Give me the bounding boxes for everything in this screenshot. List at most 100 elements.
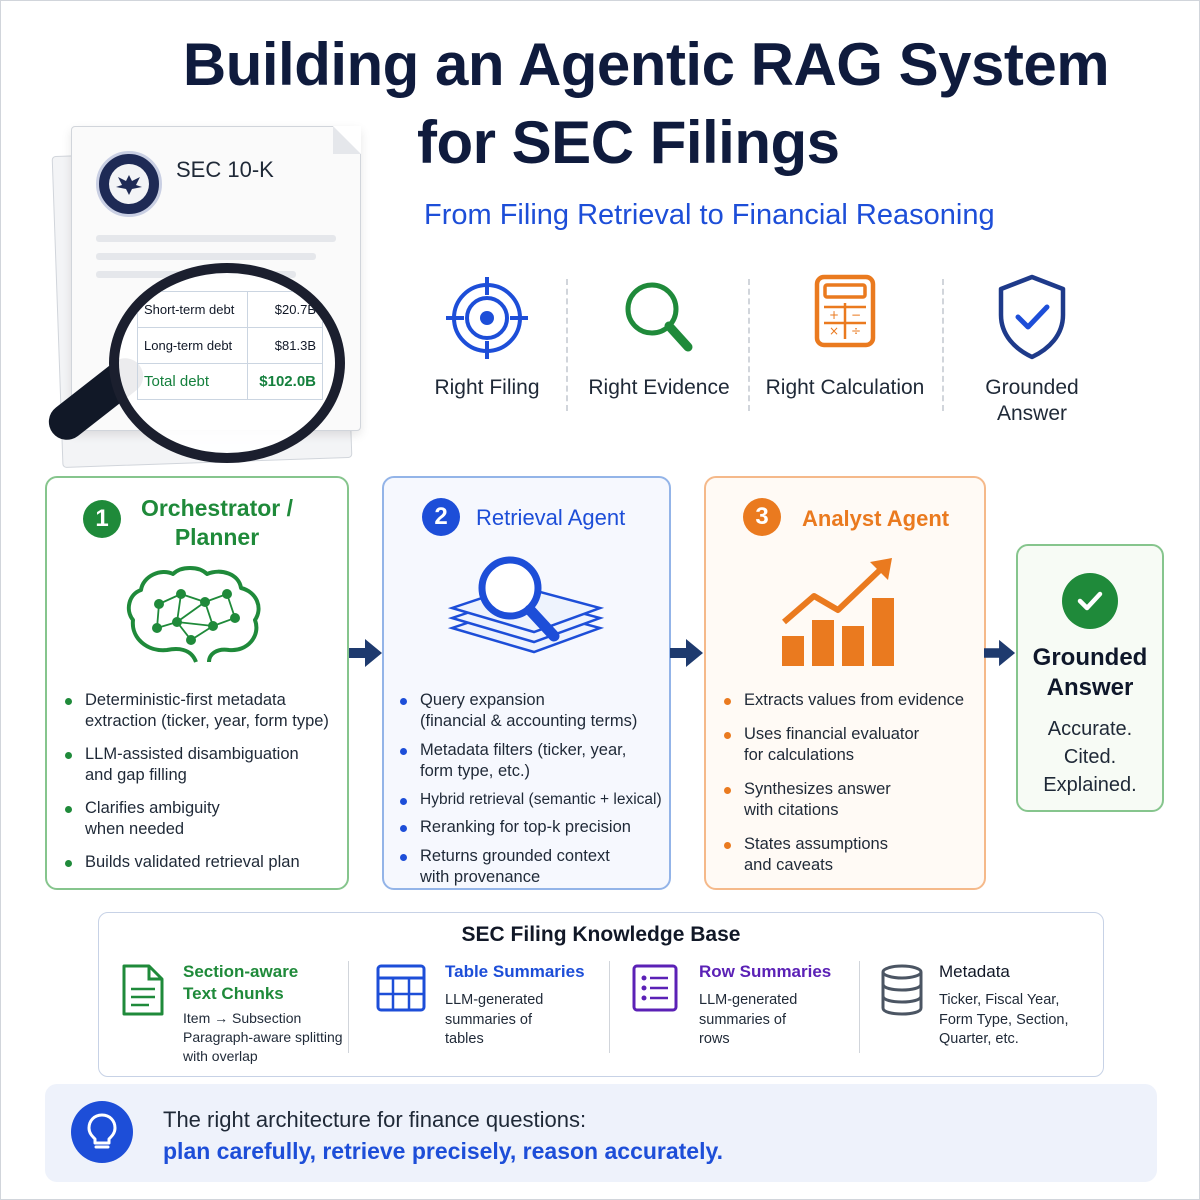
grounded-answer-card: Grounded Answer Accurate. Cited. Explain… (1016, 544, 1164, 812)
footer-line2: plan carefully, retrieve precisely, reas… (163, 1138, 723, 1164)
arrow-right-icon (984, 637, 1016, 674)
page-subtitle: From Filing Retrieval to Financial Reaso… (424, 199, 995, 231)
kb-col-desc: rows (699, 1031, 730, 1048)
kb-col-title: Table Summaries (445, 962, 585, 981)
footer-line1: The right architecture for finance quest… (163, 1107, 587, 1132)
document-icon (121, 963, 165, 1022)
kb-col-desc: LLM-generated (445, 992, 544, 1009)
kb-col-title: Metadata (939, 962, 1010, 981)
arrow-right-icon (670, 637, 704, 674)
page-title-line2: for SEC Filings (417, 109, 840, 176)
brain-network-icon (121, 564, 271, 673)
kb-col-desc: summaries of (699, 1011, 787, 1028)
text-line (96, 253, 316, 260)
magnifier-lens: Short-term debt $20.7B Long-term debt $8… (109, 263, 345, 463)
table-cell-value: $102.0B (247, 363, 323, 400)
retrieval-agent-card: 2 Retrieval Agent Query expansion(financ… (382, 476, 671, 890)
retrieval-bullets: Query expansion(financial & accounting t… (400, 690, 670, 888)
table-icon (375, 963, 427, 1018)
final-subtitle: Accurate. Cited. Explained. (1018, 715, 1162, 799)
knowledge-base-title: SEC Filing Knowledge Base (461, 923, 741, 946)
table-cell-label: Total debt (136, 363, 249, 400)
kb-col-desc: Form Type, Section, (939, 1011, 1069, 1028)
final-title-line1: Grounded (1032, 644, 1148, 671)
principle-grounded-answer: Grounded Answer (971, 273, 1093, 428)
kb-col-desc: LLM-generated (699, 992, 798, 1009)
divider (566, 279, 568, 411)
growth-chart-icon (780, 556, 900, 673)
list-item: Builds validated retrieval plan (65, 852, 349, 873)
card-title-line1: Orchestrator / (140, 495, 294, 521)
arrow-right-icon (349, 637, 383, 674)
table-row: Short-term debt $20.7B (136, 291, 323, 328)
principle-label-line2: Answer (996, 402, 1068, 426)
final-sub-explained: Explained. (1043, 774, 1137, 796)
kb-col-title: Row Summaries (699, 962, 832, 981)
orchestrator-card: 1 Orchestrator / Planner Deterministic-f… (45, 476, 349, 890)
list-item: Hybrid retrieval (semantic + lexical) (400, 790, 670, 810)
kb-col-desc: Paragraph-aware splitting (183, 1029, 343, 1046)
list-item: Reranking for top-k precision (400, 817, 670, 838)
principle-label: Grounded Answer (971, 375, 1093, 428)
svg-text:÷: ÷ (851, 324, 861, 338)
kb-table-summaries: Table Summaries LLM-generated summaries … (445, 961, 595, 1050)
calculator-icon: + − × ÷ (800, 273, 890, 363)
table-cell-label: Short-term debt (136, 291, 249, 328)
step-badge: 2 (422, 498, 460, 536)
list-rows-icon (631, 963, 679, 1018)
analyst-bullets: Extracts values from evidence Uses finan… (724, 690, 986, 876)
final-title: Grounded Answer (1018, 643, 1162, 703)
table-row-total: Total debt $102.0B (136, 363, 323, 400)
analyst-agent-card: 3 Analyst Agent Extracts values from evi… (704, 476, 986, 890)
kb-metadata: Metadata Ticker, Fiscal Year, Form Type,… (939, 961, 1099, 1050)
svg-text:−: − (851, 308, 861, 322)
shield-check-icon (987, 273, 1077, 363)
lightbulb-icon (71, 1101, 133, 1163)
list-item: Query expansion(financial & accounting t… (400, 690, 670, 732)
kb-col-desc: summaries of (445, 1011, 533, 1028)
sec-seal-icon (96, 151, 162, 217)
divider (348, 961, 349, 1053)
principle-right-evidence: Right Evidence (588, 273, 730, 401)
card-title: Retrieval Agent (476, 505, 626, 530)
knowledge-base-panel: SEC Filing Knowledge Base Section-aware … (98, 912, 1104, 1077)
final-title-line2: Answer (1046, 674, 1134, 701)
check-circle-icon (1062, 573, 1118, 629)
principle-right-filing: Right Filing (425, 273, 549, 401)
step-badge: 3 (743, 498, 781, 536)
divider (748, 279, 750, 411)
page-title: Building an Agentic RAG System (182, 31, 1110, 98)
magnifier-icon (614, 273, 704, 363)
kb-col-title: Section-aware (183, 962, 299, 981)
divider (942, 279, 944, 411)
kb-col-desc: with overlap (183, 1047, 258, 1064)
divider (609, 961, 610, 1053)
principle-label: Right Calculation (765, 376, 925, 399)
target-icon (442, 273, 532, 363)
footer-callout: The right architecture for finance quest… (45, 1084, 1157, 1182)
database-icon (879, 963, 925, 1022)
step-badge: 1 (83, 500, 121, 538)
kb-col-desc: Ticker, Fiscal Year, (939, 992, 1060, 1009)
document-label: SEC 10-K (176, 157, 274, 182)
card-title: Analyst Agent (802, 506, 950, 531)
debt-table: Short-term debt $20.7B Long-term debt $8… (136, 291, 323, 400)
document-search-icon (446, 554, 606, 669)
list-item: Extracts values from evidence (724, 690, 986, 711)
table-cell-label: Long-term debt (136, 327, 249, 364)
table-cell-value: $81.3B (247, 327, 323, 364)
kb-text-chunks: Section-aware Text Chunks Item → Subsect… (183, 961, 345, 1066)
principle-label: Right Evidence (588, 376, 730, 399)
text-line (96, 235, 336, 242)
page-fold (333, 126, 361, 154)
principle-right-calculation: + − × ÷ Right Calculation (763, 273, 927, 401)
card-title: Orchestrator / Planner (135, 494, 299, 552)
